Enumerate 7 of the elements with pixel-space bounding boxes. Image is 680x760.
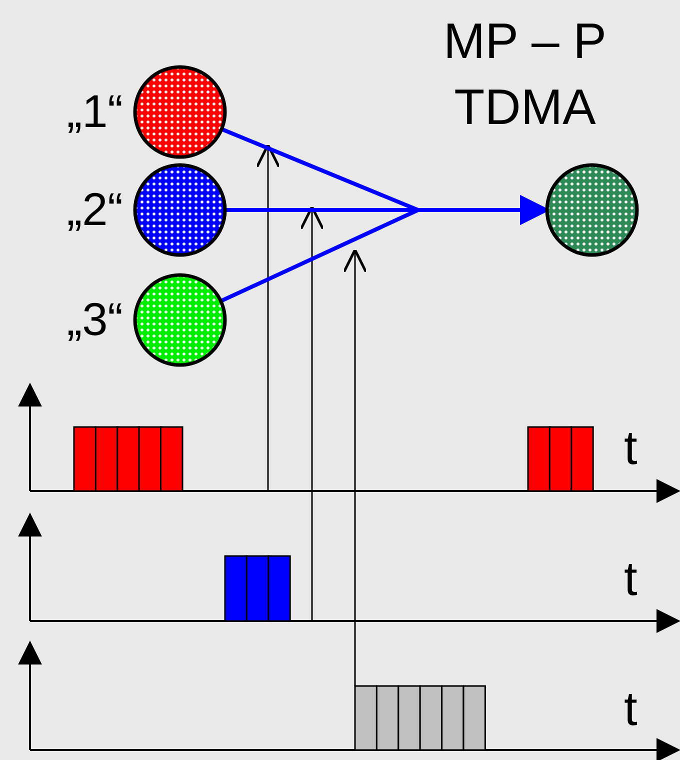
axis-label: t bbox=[624, 425, 638, 473]
title: MP – P TDMA bbox=[442, 12, 608, 137]
axis-label: t bbox=[624, 686, 638, 734]
axis-label: t bbox=[624, 556, 638, 604]
node-label: „1“ bbox=[66, 88, 123, 134]
node-label: „3“ bbox=[66, 296, 123, 342]
node-label: „2“ bbox=[66, 186, 123, 232]
